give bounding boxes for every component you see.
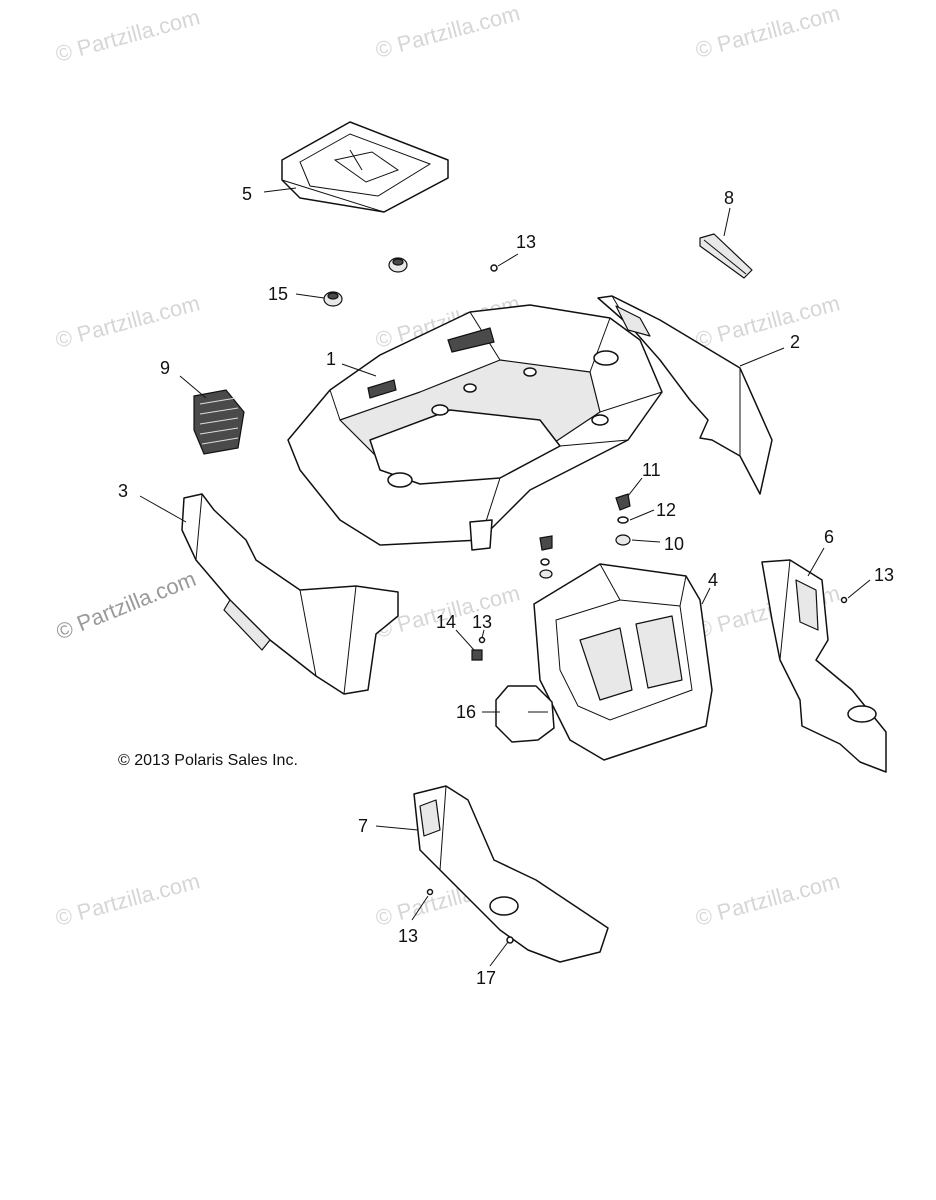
watermark: © Partzilla.com <box>53 868 203 931</box>
watermark: © Partzilla.com <box>693 0 843 63</box>
callout-17: 17 <box>476 968 496 988</box>
callout-9: 9 <box>160 358 170 378</box>
watermark: © Partzilla.com <box>693 290 843 353</box>
part-2-side-panel <box>597 295 773 495</box>
callout-13-top: 13 <box>516 232 536 252</box>
callout-numbers: 1 2 3 4 5 6 7 8 9 10 11 12 13 13 13 13 1… <box>118 184 894 988</box>
part-15-grommets <box>323 257 408 307</box>
leader-lines <box>139 187 871 967</box>
part-3-side-panel <box>181 493 399 695</box>
part-8 <box>699 233 753 279</box>
copyright-notice: © 2013 Polaris Sales Inc. <box>118 752 298 769</box>
part-13-screw-top <box>490 264 498 272</box>
part-13-screw-bottom <box>426 888 434 896</box>
part-14-clip <box>471 636 486 661</box>
callout-10: 10 <box>664 534 684 554</box>
callout-15: 15 <box>268 284 288 304</box>
callout-13-middle: 13 <box>472 612 492 632</box>
callout-14: 14 <box>436 612 456 632</box>
callout-7: 7 <box>358 816 368 836</box>
callout-6: 6 <box>824 527 834 547</box>
watermark: © Partzilla.com <box>53 4 203 67</box>
part-11-12-10-hardware <box>539 493 631 579</box>
part-7-panel <box>413 785 609 963</box>
callout-3: 3 <box>118 481 128 501</box>
watermark: © Partzilla.com <box>373 0 523 63</box>
callout-8: 8 <box>724 188 734 208</box>
part-17-fastener <box>506 936 514 944</box>
watermark: © Partzilla.com <box>693 868 843 931</box>
callout-2: 2 <box>790 332 800 352</box>
callout-13-bottom: 13 <box>398 926 418 946</box>
part-16-decal <box>495 685 555 743</box>
watermark-prominent: © Partzilla.com <box>53 566 200 645</box>
watermark: © Partzilla.com <box>53 290 203 353</box>
part-6-panel <box>761 559 887 773</box>
callout-11: 11 <box>642 460 661 480</box>
part-1-rack <box>287 304 663 551</box>
part-13-screw-right <box>840 596 848 604</box>
part-9-grille <box>193 389 245 455</box>
callout-5: 5 <box>242 184 252 204</box>
callout-16: 16 <box>456 702 476 722</box>
callout-1: 1 <box>326 349 336 369</box>
part-5-lid <box>281 121 449 213</box>
callout-4: 4 <box>708 570 718 590</box>
part-4-cover <box>533 563 713 761</box>
callout-13-right: 13 <box>874 565 894 585</box>
callout-12: 12 <box>656 500 676 520</box>
